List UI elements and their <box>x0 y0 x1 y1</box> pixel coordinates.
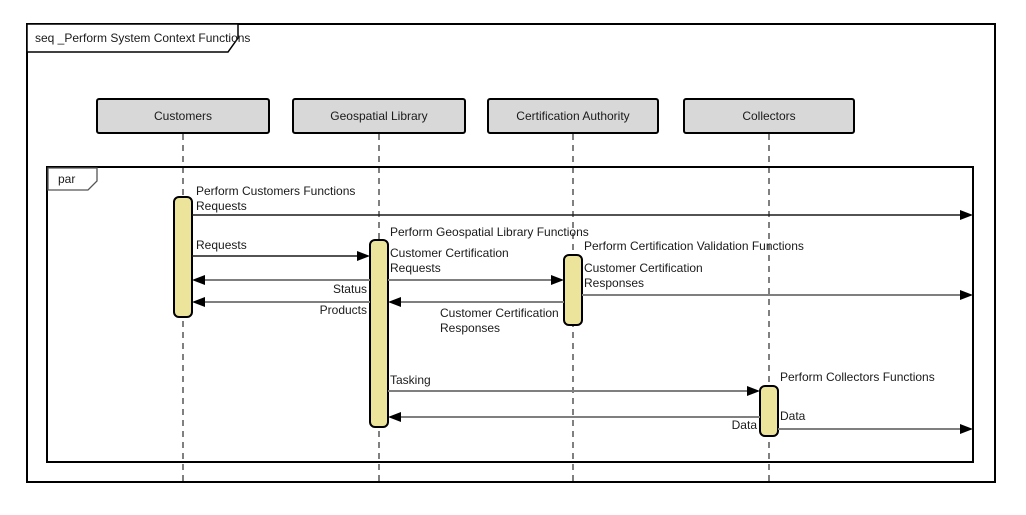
activation-label-geospatial-library: Perform Geospatial Library Functions <box>390 225 589 239</box>
lifeline-head-label: Geospatial Library <box>330 109 428 123</box>
activation-customers <box>173 196 193 318</box>
message-label-status: Status <box>332 282 367 296</box>
lifeline-head-label: Certification Authority <box>516 109 630 123</box>
lifeline-head-customers: Customers <box>96 98 270 134</box>
arrowhead-cust-cert-responses-external <box>960 290 973 300</box>
arrowhead-cust-cert-requests <box>551 275 564 285</box>
arrowhead-requests-geospatial <box>357 251 370 261</box>
message-label-cust-cert-responses: Customer Certification Responses <box>440 306 559 335</box>
message-label-requests-external: Requests <box>196 199 247 213</box>
par-operator-tab-shape <box>47 167 98 191</box>
arrowhead-data-return <box>388 412 401 422</box>
diagram-title: seq _Perform System Context Functions <box>35 31 251 45</box>
arrowhead-data-external <box>960 424 973 434</box>
arrowhead-status <box>192 275 205 285</box>
message-label-cust-cert-responses-external: Customer Certification Responses <box>584 261 703 290</box>
arrowhead-products <box>192 297 205 307</box>
message-label-tasking: Tasking <box>390 373 431 387</box>
lifeline-head-geospatial-library: Geospatial Library <box>292 98 466 134</box>
activation-certification-authority <box>563 254 583 326</box>
activation-label-certification-authority: Perform Certification Validation Functio… <box>584 239 804 253</box>
lifeline-head-label: Collectors <box>742 109 796 123</box>
message-label-data-return: Data <box>731 418 757 432</box>
lifeline-head-label: Customers <box>153 109 212 123</box>
arrowhead-tasking <box>747 386 760 396</box>
arrowhead-requests-external <box>960 210 973 220</box>
activation-collectors <box>759 385 779 437</box>
lifeline-head-collectors: Collectors <box>683 98 855 134</box>
par-operator-label: par <box>58 172 76 186</box>
message-label-cust-cert-requests: Customer Certification Requests <box>390 246 509 275</box>
diagram-title-tab-shape <box>26 23 239 53</box>
message-label-products: Products <box>319 303 367 317</box>
activation-label-customers: Perform Customers Functions <box>196 184 356 198</box>
message-label-requests-geospatial: Requests <box>196 238 247 252</box>
lifeline-head-certification-authority: Certification Authority <box>487 98 659 134</box>
activation-label-collectors: Perform Collectors Functions <box>780 370 935 384</box>
par-fragment-frame <box>46 166 974 463</box>
activation-geospatial-library <box>369 239 389 428</box>
arrowhead-cust-cert-responses <box>388 297 401 307</box>
diagram-frame <box>26 23 996 483</box>
message-label-data-external: Data <box>780 409 806 423</box>
